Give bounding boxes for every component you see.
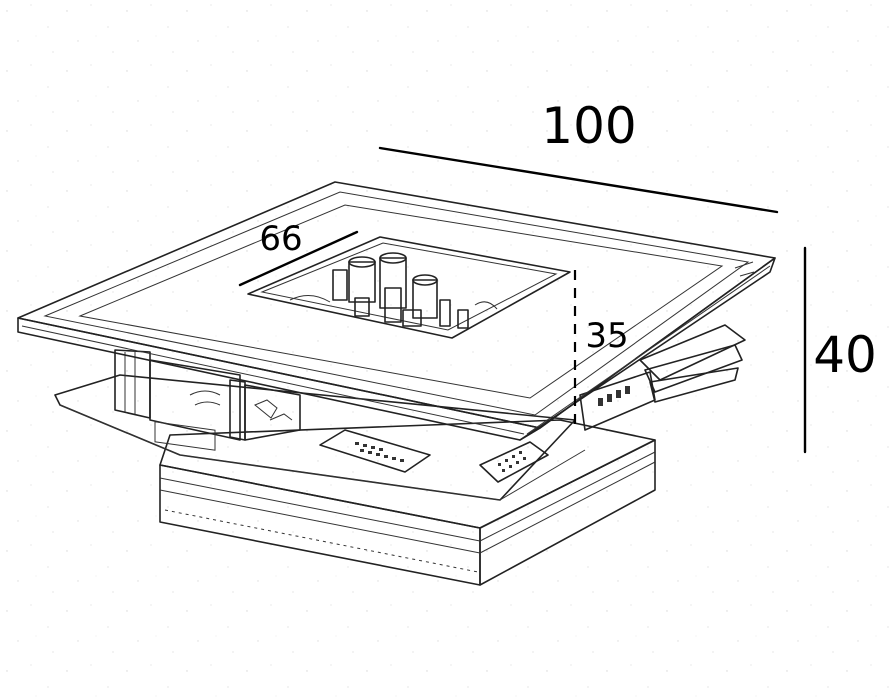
inner-depth-label: 66: [259, 219, 302, 259]
remote-control-2: [479, 441, 549, 483]
table-base: [159, 419, 656, 586]
lower-shelf: [54, 374, 586, 501]
cabinet-section: [114, 349, 301, 451]
inner-depth-dimension-line: [238, 230, 359, 287]
glass-opening: [247, 236, 571, 339]
height-label: 40: [813, 326, 877, 384]
width-dimension-line: [378, 146, 779, 214]
width-label: 100: [541, 97, 636, 155]
dimension-width: 100: [378, 97, 779, 214]
dimension-inner-depth: 66: [238, 219, 359, 287]
magazines-stack: [579, 324, 746, 431]
bottles-display: [289, 252, 498, 329]
inner-height-label: 35: [585, 316, 628, 356]
dimension-inner-height: 35: [573, 270, 629, 432]
dimension-height: 40: [803, 246, 877, 454]
table-top: [17, 181, 776, 441]
remote-control-1: [319, 429, 431, 473]
